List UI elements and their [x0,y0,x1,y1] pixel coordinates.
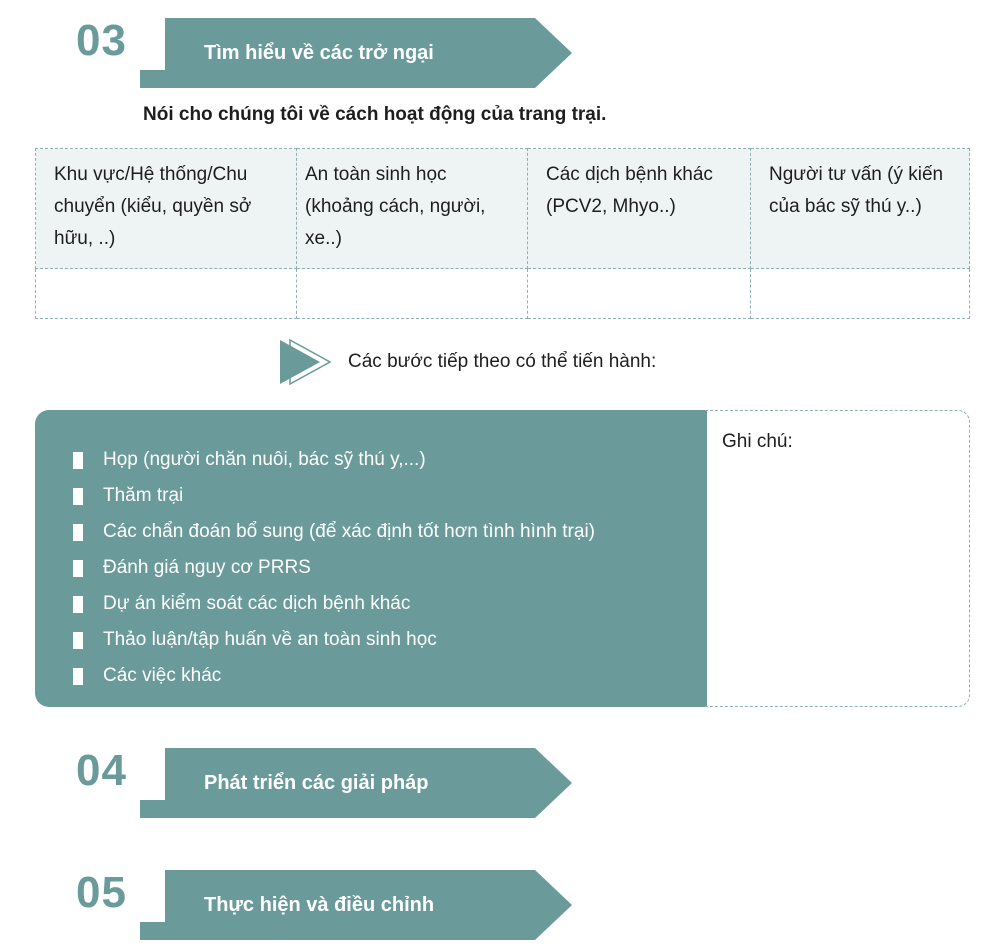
double-arrow-icon [280,338,332,386]
subtitle: Nói cho chúng tôi về cách hoạt động của … [143,104,607,125]
checkbox[interactable] [73,487,83,505]
checkbox[interactable] [73,559,83,577]
table-header-cell: Khu vực/Hệ thống/Chu chuyển (kiểu, quyền… [35,148,297,269]
checklist-item[interactable]: Các chẩn đoán bổ sung (để xác định tốt h… [73,514,595,550]
table-input-cell[interactable] [296,268,528,319]
banner-arrow-shape [140,870,572,940]
checkbox[interactable] [73,595,83,613]
checkbox[interactable] [73,451,83,469]
checklist-label: Họp (người chăn nuôi, bác sỹ thú y,...) [103,449,426,470]
checkbox[interactable] [73,523,83,541]
section-banner: Tìm hiểu về các trở ngại [140,18,572,88]
table-input-cell[interactable] [35,268,297,319]
checklist-label: Các chẩn đoán bổ sung (để xác định tốt h… [103,521,595,542]
checklist-item[interactable]: Các việc khác [73,658,595,694]
checklist-label: Thảo luận/tập huấn về an toàn sinh học [103,629,437,650]
banner-arrow-shape [140,748,572,818]
checklist-item[interactable]: Dự án kiểm soát các dịch bệnh khác [73,586,595,622]
checklist-item[interactable]: Đánh giá nguy cơ PRRS [73,550,595,586]
checklist-item[interactable]: Thăm trại [73,478,595,514]
section-banner: Thực hiện và điều chỉnh [140,870,572,940]
checklist-label: Các việc khác [103,665,222,686]
section-number: 04 [76,746,127,795]
notes-label: Ghi chú: [722,431,793,452]
checklist-item[interactable]: Thảo luận/tập huấn về an toàn sinh học [73,622,595,658]
checklist-label: Đánh giá nguy cơ PRRS [103,557,311,578]
section-title: Tìm hiểu về các trở ngại [204,42,434,64]
checklist-label: Dự án kiểm soát các dịch bệnh khác [103,593,411,614]
table-header-cell: Các dịch bệnh khác (PCV2, Mhyo..) [527,148,751,269]
table-input-cell[interactable] [750,268,970,319]
table-header-cell: An toàn sinh học (khoảng cách, người, xe… [296,148,528,269]
table-header-cell: Người tư vấn (ý kiến của bác sỹ thú y..) [750,148,970,269]
checklist-item[interactable]: Họp (người chăn nuôi, bác sỹ thú y,...) [73,442,595,478]
table-input-cell[interactable] [527,268,751,319]
next-steps-heading: Các bước tiếp theo có thể tiến hành: [278,338,656,386]
next-steps-label: Các bước tiếp theo có thể tiến hành: [348,351,657,372]
checkbox[interactable] [73,631,83,649]
section-number: 03 [76,16,127,65]
banner-arrow-shape [140,18,572,88]
actions-checklist: Họp (người chăn nuôi, bác sỹ thú y,...) … [35,410,707,707]
section-title: Phát triển các giải pháp [204,772,429,794]
notes-box[interactable]: Ghi chú: [705,410,970,707]
farm-info-table: Khu vực/Hệ thống/Chu chuyển (kiểu, quyền… [35,148,970,319]
checkbox[interactable] [73,667,83,685]
section-banner: Phát triển các giải pháp [140,748,572,818]
section-title: Thực hiện và điều chỉnh [204,894,435,916]
section-number: 05 [76,868,127,917]
checklist-label: Thăm trại [103,485,184,506]
